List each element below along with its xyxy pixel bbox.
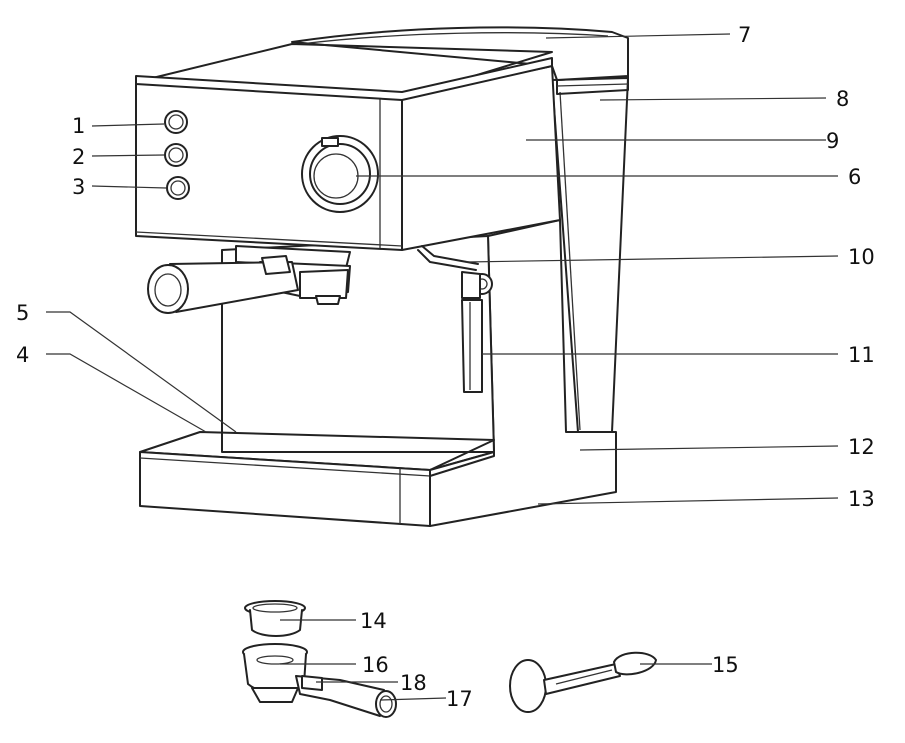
- steam-wand: [417, 245, 493, 393]
- portafilter-handle: [242, 643, 397, 718]
- callout-2: 2: [72, 145, 85, 169]
- callout-3: 3: [72, 175, 85, 199]
- callout-13: 13: [848, 487, 875, 511]
- callout-11: 11: [848, 343, 875, 367]
- callout-17: 17: [446, 687, 473, 711]
- callout-4: 4: [16, 343, 29, 367]
- callout-5: 5: [16, 301, 29, 325]
- top-lid: [291, 26, 629, 81]
- brew-head-portafilter: [147, 245, 351, 314]
- power-button-group: [164, 110, 190, 200]
- callout-16: 16: [362, 653, 389, 677]
- callout-6: 6: [848, 165, 861, 189]
- callout-15: 15: [712, 653, 739, 677]
- callout-12: 12: [848, 435, 875, 459]
- callout-7: 7: [738, 23, 751, 47]
- callout-9: 9: [826, 129, 839, 153]
- callout-8: 8: [836, 87, 849, 111]
- callout-10: 10: [848, 245, 875, 269]
- filter-cup: [244, 600, 306, 637]
- drip-tray: [139, 431, 495, 527]
- callout-14: 14: [360, 609, 387, 633]
- callout-labels: 1 2 3 4 5 6 7 8 9 10 11 12 13 14 15 16 1…: [16, 23, 875, 711]
- callout-1: 1: [72, 114, 85, 138]
- leader-lines: [46, 33, 839, 701]
- measuring-spoon: [509, 651, 657, 713]
- callout-18: 18: [400, 671, 427, 695]
- steam-knob: [301, 135, 379, 213]
